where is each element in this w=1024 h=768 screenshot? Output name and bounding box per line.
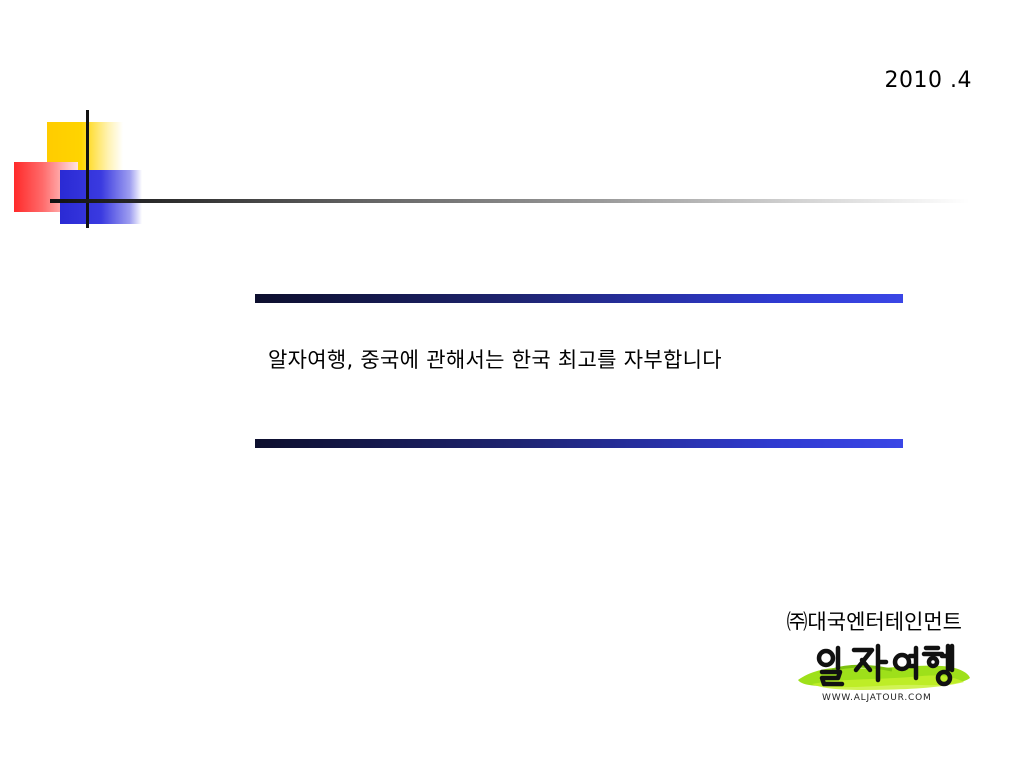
logo-brush-mark — [798, 643, 970, 690]
date-label: 2010 .4 — [884, 68, 972, 93]
tagline: 알자여행, 중국에 관해서는 한국 최고를 자부합니다 — [268, 348, 722, 372]
horizontal-rule — [50, 199, 970, 203]
logo-url: WWW.ALJATOUR.COM — [822, 693, 932, 703]
company-name: ㈜대국엔터테인먼트 — [786, 610, 962, 634]
vertical-rule — [86, 110, 89, 228]
company-logo: WWW.ALJATOUR.COM — [792, 640, 972, 710]
bottom-divider-bar — [255, 439, 903, 448]
blue-square — [60, 170, 142, 224]
top-divider-bar — [255, 294, 903, 303]
